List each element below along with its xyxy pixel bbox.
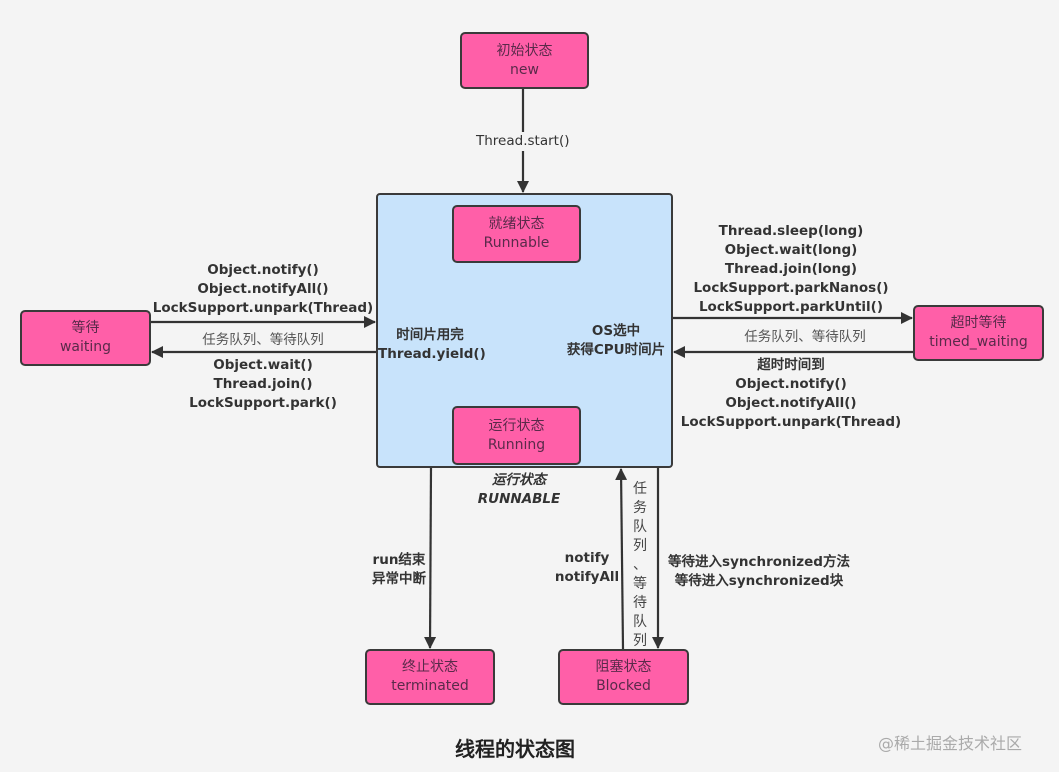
label-os-select-line: 获得CPU时间片 [566,342,666,358]
label-notify: notify notifyAll [552,549,622,587]
state-runnable-cn: 就绪状态 [488,216,545,232]
state-running[interactable]: 运行状态 Running [452,406,581,465]
state-runnable[interactable]: 就绪状态 Runnable [452,205,581,263]
label-thread-start: Thread.start() [474,132,572,151]
group-label-en: RUNNABLE [477,491,561,507]
vertical-glyph: 队 [633,614,647,630]
vertical-glyph: 任 [633,481,647,497]
label-line: 异常中断 [372,571,426,587]
state-new-en: new [510,61,539,78]
arrow-blocked-to-runnable [615,468,628,650]
state-new[interactable]: 初始状态 new [460,32,589,89]
diagram-title: 线程的状态图 [455,737,575,761]
label-to-timed-waiting: Thread.sleep(long) Object.wait(long) Thr… [675,222,907,317]
label-line: Object.wait() [213,357,313,373]
label-to-blocked: 等待进入synchronized方法 等待进入synchronized块 [662,553,856,591]
label-queue-vertical: 任务队列、等待队列 [632,480,648,651]
state-blocked[interactable]: 阻塞状态 Blocked [558,649,689,705]
vertical-glyph: 待 [633,595,647,611]
vertical-glyph: 等 [633,576,647,592]
label-line: Thread.sleep(long) [718,223,864,239]
state-running-cn: 运行状态 [488,417,545,434]
label-os-select: OS选中 获得CPU时间片 [561,322,671,360]
state-timed-waiting-en: timed_waiting [929,334,1028,350]
state-waiting[interactable]: 等待 waiting [20,310,151,366]
state-terminated[interactable]: 终止状态 terminated [365,649,495,705]
label-run-end: run结束 异常中断 [364,551,434,589]
state-blocked-cn: 阻塞状态 [595,659,652,675]
label-line: Object.notify() [735,376,847,392]
label-yield: 时间片用完 Thread.yield() [378,326,486,364]
vertical-glyph: 列 [633,538,647,554]
label-line: LockSupport.unpark(Thread) [152,300,374,316]
label-line: Object.notifyAll() [725,395,857,411]
vertical-glyph: 队 [633,519,647,535]
group-label-cn: 运行状态 [492,472,546,488]
state-new-cn: 初始状态 [496,42,553,59]
label-line: 超时时间到 [757,357,825,373]
vertical-glyph: 、 [633,557,647,573]
state-timed-waiting[interactable]: 超时等待 timed_waiting [913,305,1044,361]
label-line: LockSupport.parkUntil() [698,299,884,315]
label-line: 等待进入synchronized块 [674,573,844,589]
state-running-en: Running [487,436,546,453]
label-line: Object.notify() [207,262,319,278]
label-line: Thread.join() [213,376,313,392]
label-queue-left: 任务队列、等待队列 [202,332,324,348]
label-yield-line: Thread.yield() [378,346,486,362]
vertical-glyph: 列 [633,633,647,649]
label-line: notifyAll [554,569,620,585]
label-line: Object.notifyAll() [197,281,329,297]
label-line: Object.wait(long) [724,242,858,258]
state-runnable-en: Runnable [483,235,550,251]
state-waiting-cn: 等待 [71,320,100,336]
arrow-runnable-to-terminated [424,466,437,649]
label-line: 等待进入synchronized方法 [668,554,850,570]
state-terminated-en: terminated [391,678,469,694]
state-waiting-en: waiting [59,339,112,355]
label-line: notify [564,550,610,566]
label-line: Thread.join(long) [724,261,858,277]
label-queue-right: 任务队列、等待队列 [744,329,866,345]
group-label: 运行状态 RUNNABLE [464,471,574,509]
label-yield-line: 时间片用完 [396,327,464,343]
label-to-runnable-from-waiting: Object.notify() Object.notifyAll() LockS… [152,261,374,318]
label-line: run结束 [372,552,426,568]
label-line: LockSupport.park() [189,395,337,411]
label-os-select-line: OS选中 [591,323,641,339]
watermark: @稀土掘金技术社区 [878,734,1023,753]
label-line: LockSupport.unpark(Thread) [680,414,902,430]
label-line: LockSupport.parkNanos() [693,280,889,296]
state-timed-waiting-cn: 超时等待 [950,315,1007,331]
vertical-glyph: 务 [633,500,647,516]
state-blocked-en: Blocked [596,678,651,694]
label-from-timed-waiting: 超时时间到 Object.notify() Object.notifyAll()… [675,356,907,432]
label-to-waiting: Object.wait() Thread.join() LockSupport.… [152,356,374,413]
state-terminated-cn: 终止状态 [402,659,458,675]
